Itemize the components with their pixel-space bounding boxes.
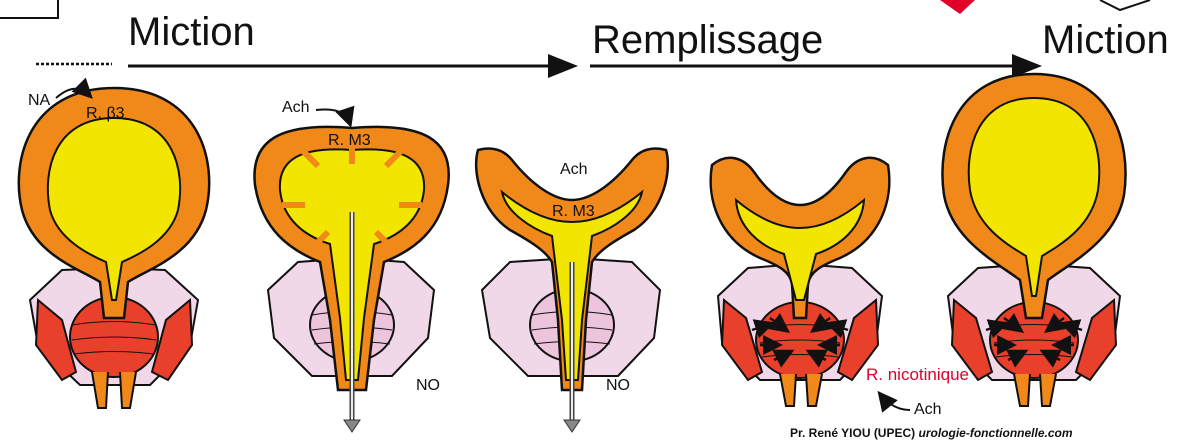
heading-miction-left: Miction (128, 12, 255, 52)
bladder-storage-1 (19, 88, 209, 408)
heading-remplissage: Remplissage (592, 20, 823, 60)
label-na: NA (28, 93, 50, 109)
corner-frame-right (1100, 0, 1150, 10)
heading-miction-right: Miction (1042, 20, 1169, 60)
credit-author: Pr. René YIOU (UPEC) (790, 426, 915, 440)
label-r-m3-2: R. M3 (552, 204, 595, 220)
label-no-2: NO (606, 378, 630, 394)
corner-frame (0, 0, 58, 18)
label-ach-2: Ach (560, 162, 588, 178)
bladder-voiding-2 (476, 148, 668, 432)
timeline-arrowhead-1 (548, 54, 578, 78)
red-pointer (940, 0, 975, 14)
bladder-filling-2 (942, 74, 1125, 406)
credit-line: Pr. René YIOU (UPEC) urologie-fonctionne… (790, 426, 1073, 440)
label-no-1: NO (416, 378, 440, 394)
label-r-nicotinique: R. nicotinique (866, 366, 969, 383)
label-ach-3: Ach (914, 402, 942, 418)
ach-arrow-3 (880, 394, 910, 410)
credit-site: urologie-fonctionnelle.com (919, 426, 1073, 440)
label-r-beta3: R. β3 (86, 106, 125, 122)
label-ach-1: Ach (282, 100, 310, 116)
ach-arrow-1 (316, 110, 350, 124)
bladder-filling-1 (711, 158, 890, 406)
label-r-m3-1: R. M3 (328, 133, 371, 149)
